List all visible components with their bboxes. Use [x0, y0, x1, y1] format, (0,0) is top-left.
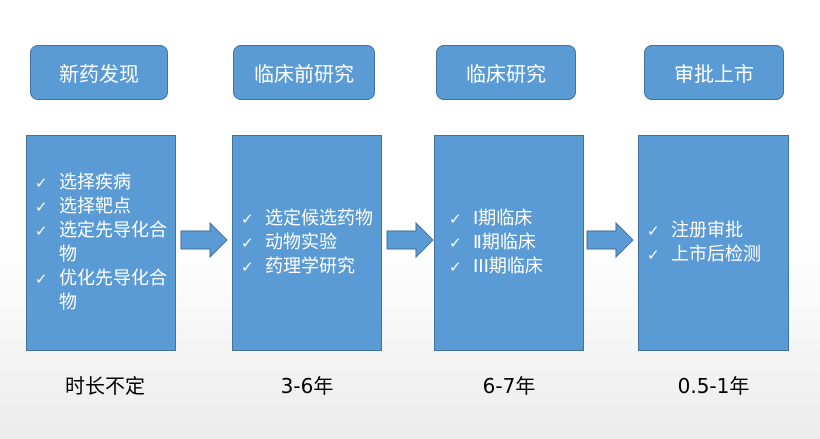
check-icon: ✓ — [241, 234, 254, 252]
arrow-right-icon — [180, 222, 228, 258]
stage-title: 审批上市 — [674, 62, 754, 86]
list-item: ✓选定先导化合物 — [35, 220, 167, 265]
list-item: ✓药理学研究 — [241, 256, 355, 277]
check-icon: ✓ — [35, 270, 48, 288]
check-icon: ✓ — [449, 258, 462, 276]
check-icon: ✓ — [35, 222, 48, 240]
stage-item-list: ✓注册审批 ✓上市后检测 — [639, 219, 788, 267]
stage-header-clinical: 临床研究 — [436, 45, 576, 100]
stage-panel-discovery: ✓选择疾病 ✓选择靶点 ✓选定先导化合物 ✓优化先导化合物 — [26, 135, 176, 351]
stage-item-list: ✓选择疾病 ✓选择靶点 ✓选定先导化合物 ✓优化先导化合物 — [27, 171, 175, 315]
list-item: ✓注册审批 — [647, 220, 743, 241]
list-item: ✓选择疾病 — [35, 172, 131, 193]
stage-panel-approval: ✓注册审批 ✓上市后检测 — [638, 135, 789, 351]
check-icon: ✓ — [647, 222, 660, 240]
arrow-right-icon — [586, 222, 634, 258]
stage-title: 临床前研究 — [254, 62, 354, 86]
duration-label-discovery: 时长不定 — [65, 374, 145, 398]
stage-panel-preclinical: ✓选定候选药物 ✓动物实验 ✓药理学研究 — [232, 135, 382, 351]
list-item: ✓选定候选药物 — [241, 208, 373, 229]
list-item: ✓Ⅱ期临床 — [449, 232, 536, 253]
check-icon: ✓ — [449, 234, 462, 252]
list-item: ✓选择靶点 — [35, 196, 131, 217]
stage-header-discovery: 新药发现 — [30, 45, 168, 100]
list-item: ✓上市后检测 — [647, 244, 761, 265]
stage-header-preclinical: 临床前研究 — [233, 45, 375, 100]
list-item: ✓优化先导化合物 — [35, 268, 167, 313]
duration-label-clinical: 6-7年 — [482, 374, 536, 398]
check-icon: ✓ — [241, 258, 254, 276]
check-icon: ✓ — [35, 198, 48, 216]
stage-item-list: ✓选定候选药物 ✓动物实验 ✓药理学研究 — [233, 207, 381, 279]
duration-label-approval: 0.5-1年 — [677, 374, 750, 398]
list-item: ✓III期临床 — [449, 256, 543, 277]
check-icon: ✓ — [241, 210, 254, 228]
stage-title: 临床研究 — [466, 62, 546, 86]
check-icon: ✓ — [449, 210, 462, 228]
stage-item-list: ✓Ⅰ期临床 ✓Ⅱ期临床 ✓III期临床 — [435, 207, 583, 279]
arrow-right-icon — [386, 222, 434, 258]
stage-panel-clinical: ✓Ⅰ期临床 ✓Ⅱ期临床 ✓III期临床 — [434, 135, 584, 351]
check-icon: ✓ — [35, 174, 48, 192]
list-item: ✓动物实验 — [241, 232, 337, 253]
stage-header-approval: 审批上市 — [644, 45, 784, 100]
list-item: ✓Ⅰ期临床 — [449, 208, 533, 229]
stage-title: 新药发现 — [59, 62, 139, 86]
check-icon: ✓ — [647, 246, 660, 264]
duration-label-preclinical: 3-6年 — [280, 374, 334, 398]
